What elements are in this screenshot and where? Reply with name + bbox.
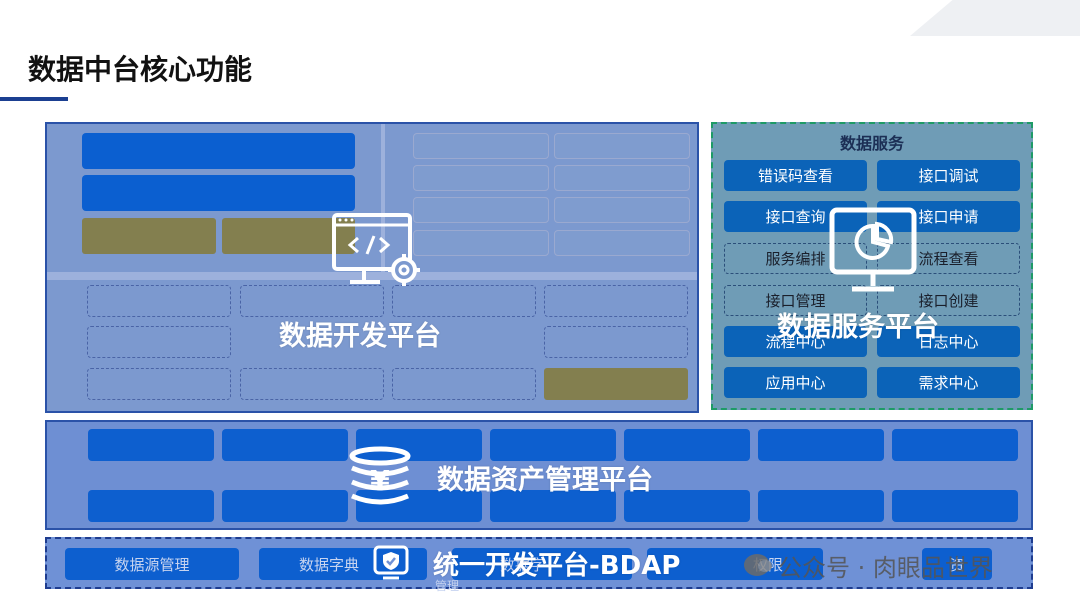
module-block <box>240 285 384 317</box>
module-block <box>544 285 688 317</box>
asset-block <box>490 429 616 461</box>
asset-block <box>624 429 750 461</box>
unify-item: 资 <box>922 548 992 580</box>
asset-block <box>892 490 1018 522</box>
module-block <box>82 175 355 211</box>
unify-sub-text: 管理 <box>435 579 460 593</box>
panel-divider <box>47 272 697 280</box>
unify-item-label: 数据字 <box>500 555 546 574</box>
asset-platform-panel: ¥ 数据资产管理平台 <box>45 420 1033 530</box>
database-yen-icon: ¥ <box>349 446 411 505</box>
asset-block <box>356 429 482 461</box>
module-block <box>544 326 688 358</box>
unify-item: 权限 <box>647 548 823 580</box>
unify-item: 数据源管理 <box>65 548 239 580</box>
module-block <box>392 368 536 400</box>
module-block <box>554 165 690 191</box>
asset-platform-label: 数据资产管理平台 <box>437 465 653 496</box>
module-block <box>413 230 549 256</box>
svg-text:¥: ¥ <box>370 464 390 497</box>
watermark-text: 公众号 · 肉眼品世界 <box>778 553 993 582</box>
service-item: 应用中心 <box>724 367 867 398</box>
module-block <box>413 165 549 191</box>
watermark: 公众号 · 肉眼品世界 <box>744 548 993 582</box>
asset-block <box>624 490 750 522</box>
service-item: 日志中心 <box>877 326 1020 357</box>
service-item: 流程中心 <box>724 326 867 357</box>
service-item: 需求中心 <box>877 367 1020 398</box>
module-block <box>413 133 549 159</box>
module-block <box>87 326 231 358</box>
code-monitor-gear-icon <box>332 213 420 286</box>
service-item: 接口查询 <box>724 201 867 232</box>
asset-block <box>88 429 214 461</box>
shield-check-icon <box>373 545 409 580</box>
title-underline <box>0 97 68 101</box>
asset-block <box>356 490 482 522</box>
module-block <box>82 133 355 169</box>
asset-block <box>222 490 348 522</box>
service-heading: 数据服务 <box>839 134 904 153</box>
unify-platform-panel: 数据源管理 数据字典 数据字 权限 资 管理 统一开发平台-BDAP <box>45 537 1033 593</box>
module-block <box>87 285 231 317</box>
asset-block <box>758 490 884 522</box>
unify-item: 数据字 <box>452 548 632 580</box>
module-block <box>554 230 690 256</box>
module-block <box>554 133 690 159</box>
service-item: 错误码查看 <box>724 160 867 191</box>
unify-item: 数据字典 <box>259 548 427 580</box>
service-item: 接口申请 <box>877 201 1020 232</box>
asset-block <box>490 490 616 522</box>
module-block <box>554 197 690 223</box>
dev-platform-panel: 数据开发平台 <box>45 122 699 413</box>
module-block <box>392 285 536 317</box>
service-platform-label: 数据服务平台 <box>777 312 939 343</box>
corner-decoration <box>910 0 1080 36</box>
asset-block <box>88 490 214 522</box>
module-block <box>413 197 549 223</box>
asset-block <box>892 429 1018 461</box>
service-item: 接口创建 <box>877 285 1020 316</box>
module-block <box>87 368 231 400</box>
asset-block <box>222 429 348 461</box>
module-block <box>240 368 384 400</box>
monitor-chart-icon <box>829 207 917 292</box>
unify-platform-label: 统一开发平台-BDAP <box>433 551 681 581</box>
panel-divider <box>381 124 385 274</box>
module-block-highlight <box>544 368 688 400</box>
page-title: 数据中台核心功能 <box>28 53 253 86</box>
asset-block <box>758 429 884 461</box>
module-block-highlight <box>82 218 216 254</box>
service-item: 接口管理 <box>724 285 867 316</box>
dev-platform-label: 数据开发平台 <box>279 321 441 352</box>
wechat-icon <box>744 554 772 576</box>
service-item: 接口调试 <box>877 160 1020 191</box>
service-panel: 数据服务 错误码查看 接口调试 接口查询 接口申请 服务编排 流程查看 接口管理… <box>711 122 1033 410</box>
